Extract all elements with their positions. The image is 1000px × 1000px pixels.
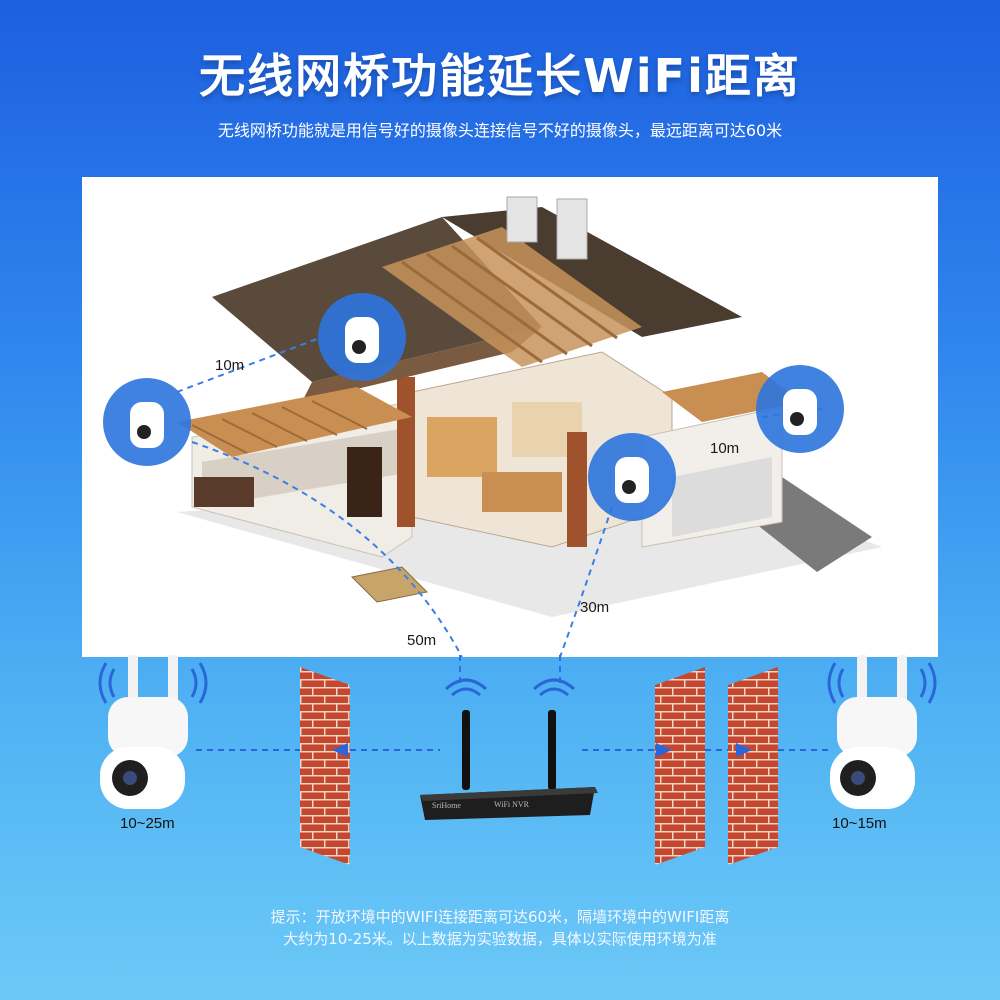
house-illustration: [103, 196, 882, 657]
camera-left: [100, 655, 188, 809]
house-scene-panel: 10m 10m 30m 50m: [82, 177, 938, 657]
distance-label: 10m: [215, 357, 245, 374]
scene-camera-bubble: [588, 433, 676, 521]
right-range-label: 10~15m: [832, 815, 887, 832]
scene-camera-bubble: [103, 378, 191, 466]
brick-wall: [655, 667, 705, 865]
bridge-diagram: SriHome WiFi NVR 10~25m 10~15m: [98, 655, 937, 865]
wifi-icon: [98, 662, 208, 704]
footnote-line: 提示：开放环境中的WIFI连接距离可达60米，隔墙环境中的WIFI距离: [270, 908, 730, 926]
page-subtitle: 无线网桥功能就是用信号好的摄像头连接信号不好的摄像头，最远距离可达60米: [217, 121, 783, 140]
scene-camera-bubble: [318, 293, 406, 381]
footnote: 提示：开放环境中的WIFI连接距离可达60米，隔墙环境中的WIFI距离 大约为1…: [0, 906, 1000, 950]
camera-right: [830, 655, 917, 809]
scene-camera-bubble: [756, 365, 844, 453]
brick-wall: [300, 667, 350, 865]
distance-label: 30m: [580, 599, 610, 616]
left-range-label: 10~25m: [120, 815, 175, 832]
nvr-model-text: WiFi NVR: [494, 800, 530, 809]
wifi-icon: [827, 662, 937, 704]
wifi-nvr-device: [420, 710, 598, 820]
brick-wall: [728, 667, 778, 865]
distance-label: 50m: [407, 632, 437, 649]
footnote-line: 大约为10-25米。以上数据为实验数据，具体以实际使用环境为准: [283, 930, 717, 948]
nvr-brand-text: SriHome: [432, 801, 461, 810]
distance-label: 10m: [710, 440, 740, 457]
page-title: 无线网桥功能延长WiFi距离: [199, 49, 801, 103]
wifi-icon: [444, 678, 576, 697]
